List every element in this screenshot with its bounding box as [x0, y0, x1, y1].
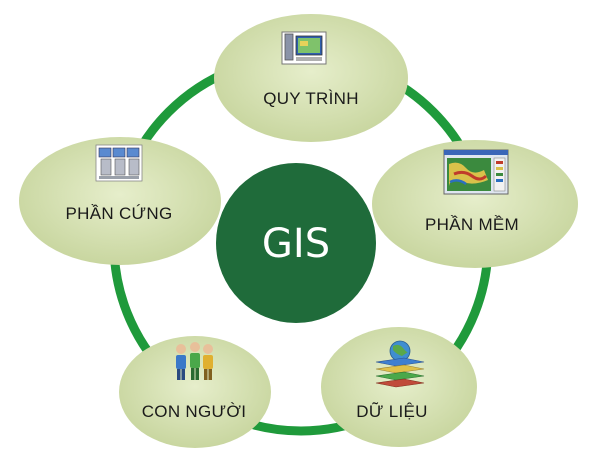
node-quy-trinh: QUY TRÌNH [214, 14, 408, 142]
node-ellipse [119, 336, 271, 448]
center-node: GIS [216, 163, 376, 323]
software-map-window-icon [443, 149, 509, 195]
node-label: PHẦN MỀM [425, 215, 519, 234]
process-computer-icon [281, 31, 327, 65]
node-label: DỮ LIỆU [356, 402, 427, 421]
node-du-lieu: DỮ LIỆU [321, 327, 477, 447]
node-label: QUY TRÌNH [263, 89, 359, 108]
node-ellipse [372, 140, 578, 268]
hardware-computers-icon [95, 144, 143, 182]
center-circle [216, 163, 376, 323]
node-label: PHẦN CỨNG [66, 204, 173, 223]
data-layers-globe-icon [375, 340, 425, 388]
node-ellipse [19, 137, 221, 265]
node-phan-mem: PHẦN MỀM [372, 140, 578, 268]
node-label: CON NGƯỜI [142, 402, 247, 421]
node-con-nguoi: CON NGƯỜI [119, 336, 271, 448]
people-group-icon [176, 342, 213, 380]
node-ellipse [214, 14, 408, 142]
node-ellipse [321, 327, 477, 447]
center-label: GIS [262, 221, 330, 267]
node-phan-cung: PHẦN CỨNG [19, 137, 221, 265]
